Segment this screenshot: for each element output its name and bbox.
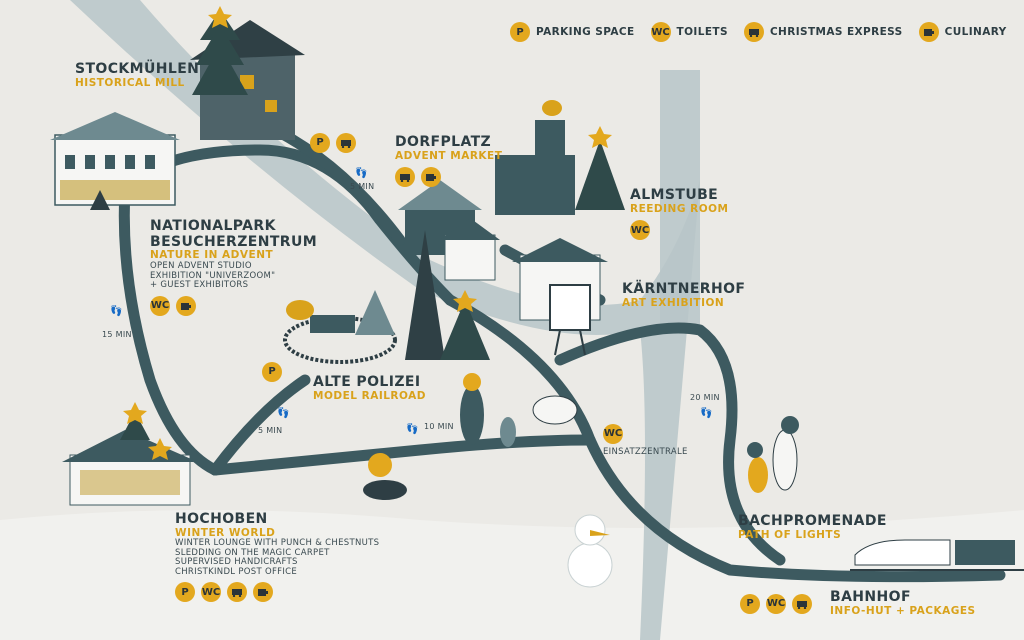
train-icon [792,594,812,614]
train-icon [395,167,415,188]
train-icon [227,582,247,603]
poi-stockmuehlen-name: STOCKMÜHLEN [75,61,200,77]
model-railroad [283,290,397,364]
poi-bahnhof-name: BAHNHOF [830,589,911,605]
poi-hochoben-sub: WINTER WORLD [175,526,276,539]
legend-item-parking: P PARKING SPACE [510,22,635,42]
snowman [567,514,613,588]
poi-hochoben-detail: CHRISTKINDL POST OFFICE [175,566,298,577]
walk-time-stock-hoch: 15 MIN [102,330,132,339]
poi-einsatzzentrale-name: EINSATZZENTRALE [603,447,688,457]
path-dorf-bahn [444,294,1006,583]
sledding-kids [363,453,407,500]
path-hoch-einsatz [209,434,596,476]
poi-altepolizei-name: ALTE POLIZEI [313,374,421,390]
train-icon [743,22,764,42]
path-hoch-poli [209,374,311,476]
legend-item-train: CHRISTMAS EXPRESS [743,22,903,42]
dorfplatz-buildings [398,180,500,360]
poi-nationalpark-name: NATIONALPARK [150,218,276,234]
poi-almstube-name: ALMSTUBE [630,187,719,203]
poi-bahnhof[interactable]: BAHNHOF INFO-HUT + PACKAGES [830,589,976,617]
map-legend: P PARKING SPACE WC TOILETS CHRISTMAS EXP… [510,22,1023,42]
poi-nationalpark-detail: + GUEST EXHIBITORS [150,280,249,291]
poi-altepolizei[interactable]: ALTE POLIZEI MODEL RAILROAD [313,374,426,402]
walk-time-einsatz-bach: 20 MIN [690,393,720,402]
poi-bahnhof-icons: P WC [740,594,812,614]
walk-time-stock-dorf: 5 MIN [350,182,375,191]
poi-dorfplatz-name: DORFPLATZ [395,134,492,150]
legend-label-train: CHRISTMAS EXPRESS [769,26,903,38]
parking-icon: P [740,594,760,614]
path-bach-loop [554,322,786,566]
parking-icon: P [175,582,195,603]
path-stock-hoch [118,184,221,476]
poi-almstube[interactable]: ALMSTUBE REEDING ROOM WC [630,187,729,241]
poi-hochoben-detail: SUPERVISED HANDICRAFTS [175,557,298,568]
parking-icon: P [310,133,330,153]
poi-hochoben-detail: WINTER LOUNGE WITH PUNCH & CHESTNUTS [175,538,380,549]
poi-hochoben-name: HOCHOBEN [175,511,268,527]
poi-nationalpark-detail: EXHIBITION "UNIVERZOOM" [150,270,276,281]
almstube-building [495,100,625,215]
poi-hochoben-detail: SLEDDING ON THE MAGIC CARPET [175,547,330,558]
people-illustration [460,373,799,493]
poi-kaerntnerhof-sub: ART EXHIBITION [622,296,725,309]
river-upper [660,70,700,330]
toilets-icon: WC [201,582,221,603]
poi-bachpromenade-name: BACHPROMENADE [738,513,887,529]
walk-time-poli-hoch: 5 MIN [258,426,283,435]
culinary-icon [253,582,273,603]
poi-stockmuehlen[interactable]: STOCKMÜHLEN HISTORICAL MILL [75,61,200,89]
toilets-icon: WC [630,220,650,241]
poi-nationalpark-sub: NATURE IN ADVENT [150,249,274,262]
poi-almstube-sub: REEDING ROOM [630,202,729,215]
footprints-icon: 👣 [277,408,290,419]
legend-label-parking: PARKING SPACE [536,26,635,38]
kaerntnerhof-building [512,238,608,356]
train [850,539,1024,571]
culinary-icon [421,167,441,188]
hochoben-building [62,402,198,506]
legend-label-toilets: TOILETS [676,26,728,38]
parking-icon: P [510,22,530,42]
poi-bachpromenade[interactable]: BACHPROMENADE PATH OF LIGHTS [738,513,887,541]
toilets-icon: WC [150,295,170,316]
stockmuehlen-building [50,112,180,210]
footprints-icon: 👣 [355,168,368,179]
walk-time-hoch-einsatz: 10 MIN [424,422,454,431]
footprints-icon: 👣 [700,408,713,419]
footprints-icon: 👣 [110,306,123,317]
parking-icon: P [262,362,282,382]
poi-altepolizei-sub: MODEL RAILROAD [313,389,426,402]
train-icon [336,133,356,153]
poi-nationalpark[interactable]: NATIONALPARK BESUCHERZENTRUM NATURE IN A… [150,218,318,316]
poi-dorfplatz-sub: ADVENT MARKET [395,149,503,162]
poi-kaerntnerhof-name: KÄRNTNERHOF [622,281,746,297]
poi-altepolizei-parking: P [262,362,282,382]
poi-hochoben[interactable]: HOCHOBEN WINTER WORLD WINTER LOUNGE WITH… [175,511,380,603]
poi-nationalpark-name2: BESUCHERZENTRUM [150,233,318,250]
culinary-icon [176,295,196,316]
poi-bahnhof-sub: INFO-HUT + PACKAGES [830,604,976,617]
toilets-icon: WC [603,424,623,444]
legend-item-culinary: CULINARY [918,22,1007,42]
poi-einsatzzentrale[interactable]: WC EINSATZZENTRALE [603,424,688,458]
legend-label-culinary: CULINARY [944,26,1007,38]
mill-building [190,6,305,140]
poi-dorfplatz[interactable]: DORFPLATZ ADVENT MARKET [395,134,503,188]
toilets-icon: WC [766,594,786,614]
poi-kaerntnerhof[interactable]: KÄRNTNERHOF ART EXHIBITION [622,281,746,309]
culinary-icon [918,22,939,42]
toilets-icon: WC [650,22,671,42]
poi-stockmuehlen-sub: HISTORICAL MILL [75,76,185,89]
legend-item-toilets: WC TOILETS [650,22,728,42]
footprints-icon: 👣 [406,424,419,435]
stockmuehlen-icons: P [310,128,356,153]
poi-bachpromenade-sub: PATH OF LIGHTS [738,528,842,541]
poi-nationalpark-detail: OPEN ADVENT STUDIO [150,261,252,272]
